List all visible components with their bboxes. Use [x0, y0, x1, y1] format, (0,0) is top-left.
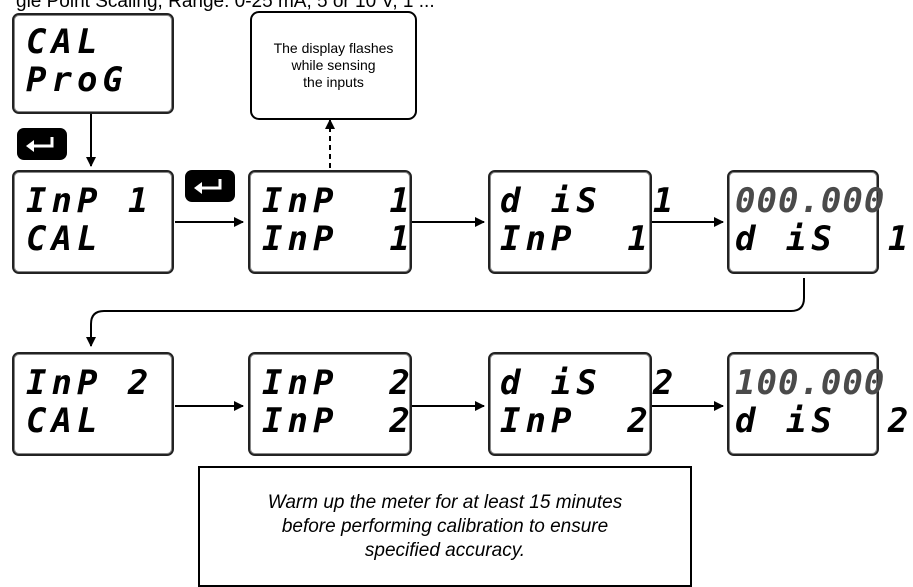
display-line-1: d iS 1 [500, 181, 679, 221]
display-val1-dis1: 000.000 d iS 1 [727, 170, 908, 274]
display-line-2: d iS 2 [735, 401, 913, 441]
display-value-line: 000.000 [735, 181, 886, 221]
display-line-1: d iS 2 [500, 363, 679, 403]
display-inp1-inp1: InP 1 InP 1 [248, 170, 412, 274]
display-line-1: InP 1 [262, 181, 415, 221]
display-line-2: d iS 1 [735, 219, 913, 259]
note-display-flashes: The display flashes while sensing the in… [250, 11, 417, 120]
flow-arrows [86, 112, 805, 411]
enter-key-icon[interactable] [185, 170, 235, 202]
display-line-1: InP 2 [262, 363, 415, 403]
enter-key-icon[interactable] [17, 128, 67, 160]
display-line-1: InP 2 [26, 363, 154, 403]
note-line-3: the inputs [303, 74, 364, 90]
note-line-1: The display flashes [273, 40, 394, 56]
warning-line-1: Warm up the meter for at least 15 minute… [267, 491, 623, 513]
display-line-2: InP 1 [262, 219, 415, 259]
header-title: gle Point Scaling, Range: 0-25 mA, 5 or … [16, 0, 435, 12]
display-cal-prog: CAL ProG [12, 13, 174, 114]
display-line-2: InP 1 [500, 219, 653, 259]
display-inp1-cal: InP 1 CAL [12, 170, 174, 274]
warning-line-3: specified accuracy. [364, 539, 526, 561]
warning-line-2: before performing calibration to ensure [281, 515, 609, 537]
display-dis2-inp2: d iS 2 InP 2 [488, 352, 673, 456]
display-dis1-inp1: d iS 1 InP 1 [488, 170, 673, 274]
display-line-2: CAL [26, 401, 103, 441]
display-line-2: CAL [26, 219, 103, 259]
note-line-2: while sensing [291, 57, 376, 73]
display-line-1: CAL [26, 22, 103, 62]
display-line-2: InP 2 [500, 401, 653, 441]
warmup-warning-box: Warm up the meter for at least 15 minute… [198, 466, 692, 587]
display-line-1: InP 1 [26, 181, 154, 221]
display-val2-dis2: 100.000 d iS 2 [727, 352, 908, 456]
display-inp2-cal: InP 2 CAL [12, 352, 174, 456]
display-line-2: ProG [26, 60, 128, 100]
display-inp2-inp2: InP 2 InP 2 [248, 352, 412, 456]
display-value-line: 100.000 [735, 363, 886, 403]
display-line-2: InP 2 [262, 401, 415, 441]
